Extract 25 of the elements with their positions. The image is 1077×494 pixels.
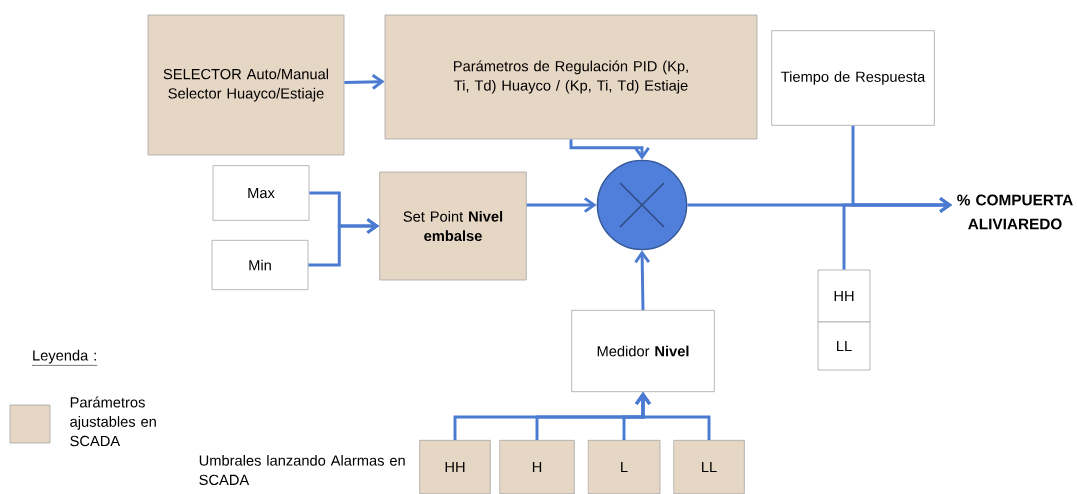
- arrow: [569, 139, 650, 160]
- threshold-box: L: [587, 439, 661, 494]
- selector-box: SELECTOR Auto/Manual Selector Huayco/Estiaje: [147, 14, 345, 156]
- arrow: [526, 197, 597, 213]
- summing-junction: [596, 159, 688, 251]
- arrow: [842, 197, 953, 270]
- arrow: [634, 250, 651, 310]
- threshold-box: LL: [817, 321, 871, 371]
- meter-box: Medidor Nivel: [571, 309, 715, 393]
- threshold-box: H: [499, 439, 575, 494]
- legend-text: Parámetros ajustables en SCADA: [70, 396, 156, 447]
- limit-box: Min: [211, 239, 309, 291]
- arrow: [344, 74, 385, 90]
- threshold-box: LL: [673, 439, 745, 494]
- arrow: [308, 218, 380, 267]
- threshold-box: HH: [419, 439, 491, 494]
- arrow: [635, 392, 711, 440]
- setpoint-box: Set Point Nivel embalse: [379, 171, 527, 281]
- output-label: % COMPUERTA ALIVIAREDO: [957, 194, 1073, 230]
- limit-box: Max: [212, 165, 310, 221]
- parameter-box: Parámetros de Regulación PID (Kp, Ti, Td) Huayco / (Kp, Ti, Td) Estiaje: [384, 14, 758, 140]
- note-text: Umbrales lanzando Alarmas en SCADA: [199, 454, 405, 486]
- threshold-box: HH: [817, 269, 871, 323]
- legend-heading: Leyenda :: [31, 349, 98, 366]
- process-box: Tiempo de Respuesta: [771, 30, 935, 126]
